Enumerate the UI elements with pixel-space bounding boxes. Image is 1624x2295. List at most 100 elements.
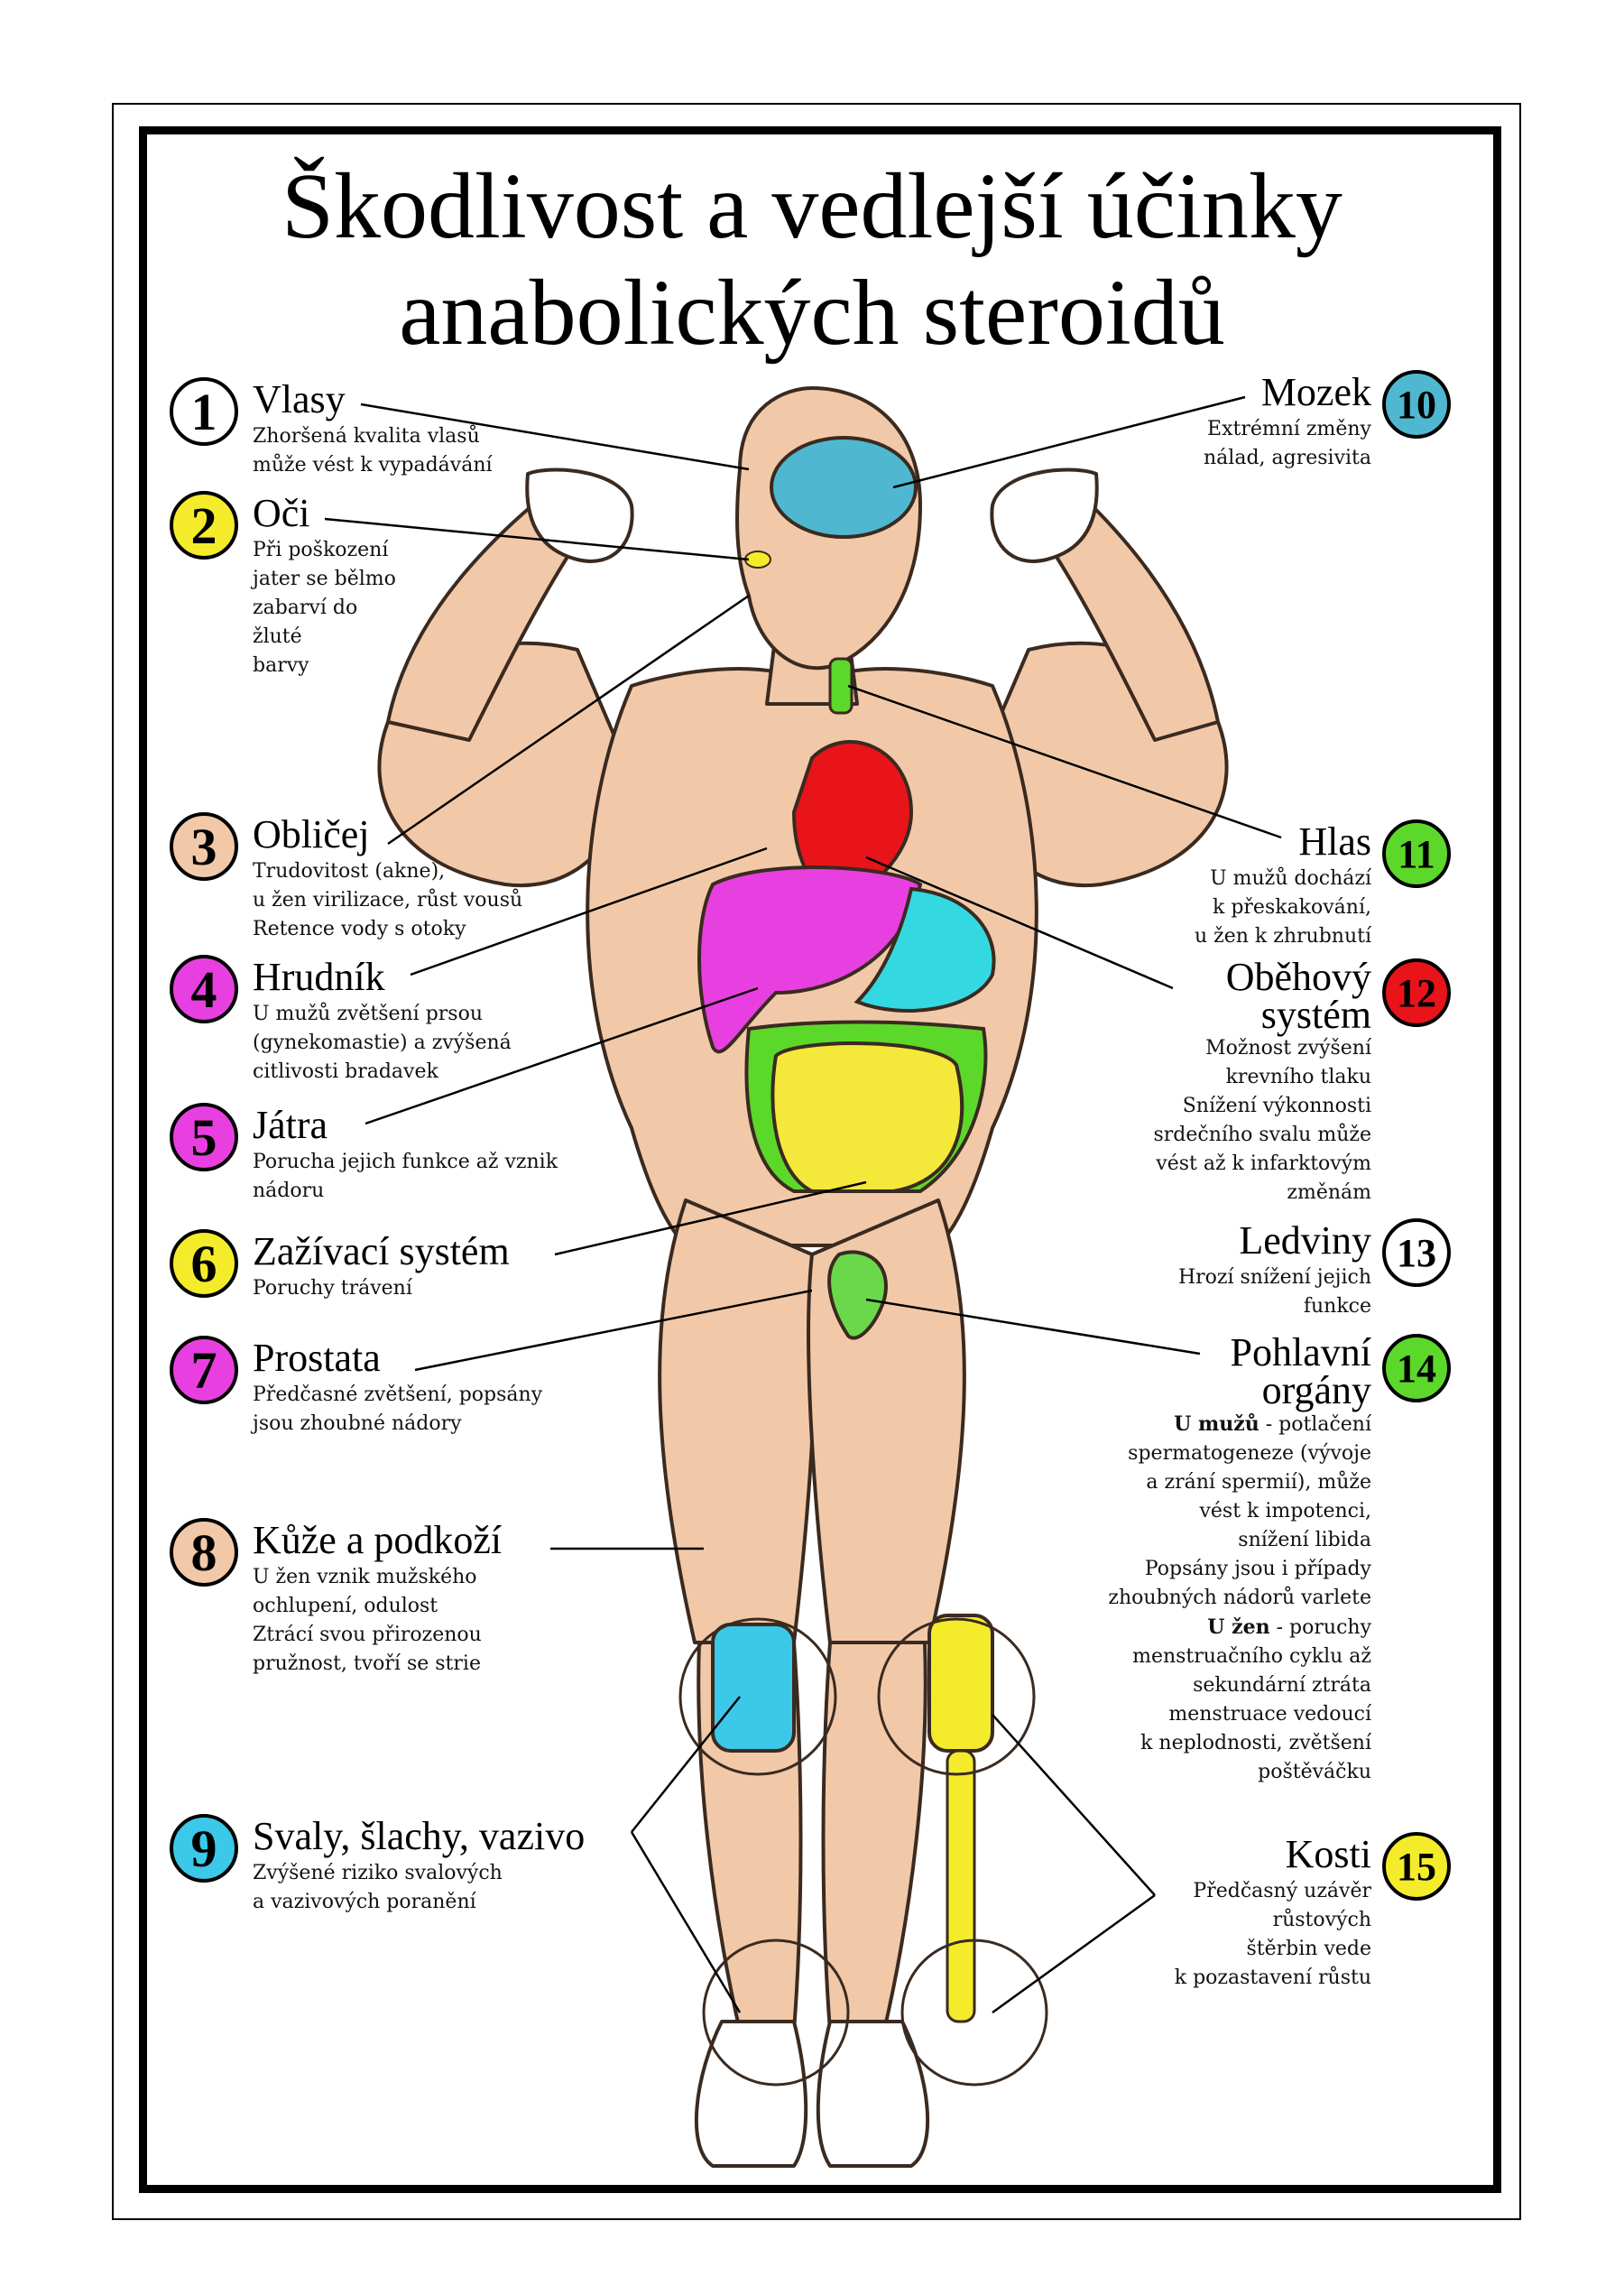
- label-hlas-desc: U mužů dochází k přeskakování, u žen k z…: [1194, 867, 1371, 948]
- outer-frame: [112, 103, 1521, 2220]
- liver: [697, 865, 923, 1054]
- label-mozek-desc: Extrémní změny nálad, agresivita: [1204, 418, 1371, 469]
- leader-11: [847, 684, 1282, 839]
- leader-5: [364, 986, 759, 1125]
- badge-14: 14: [1382, 1334, 1451, 1402]
- label-zazivaci-desc: Poruchy trávení: [253, 1277, 412, 1300]
- label-jatra-head: Játra: [253, 1103, 328, 1147]
- right-fist: [990, 467, 1099, 563]
- label-oci: Oči Při poškození jater se bělmo zabarví…: [253, 491, 396, 680]
- leader-10: [892, 395, 1246, 489]
- badge-15: 15: [1382, 1832, 1451, 1901]
- right-knee-bone: [927, 1614, 994, 1753]
- label-obehovy: Oběhový systém Možnost zvýšení krevního …: [1010, 958, 1371, 1208]
- label-jatra-desc: Porucha jejich funkce až vznik nádoru: [253, 1151, 558, 1202]
- title-line-1: Škodlivost a vedlejší účinky: [281, 154, 1343, 258]
- label-oblicej-desc: Trudovitost (akne), u žen virilizace, rů…: [253, 860, 523, 940]
- badge-4: 4: [170, 955, 238, 1023]
- prostate: [827, 1250, 888, 1340]
- label-oblicej-head: Obličej: [253, 812, 370, 856]
- label-pohlavni-head: Pohlavní orgány: [1230, 1330, 1371, 1412]
- label-pohlavni: Pohlavní orgány U mužů - potlačení sperm…: [1010, 1330, 1371, 1787]
- label-kosti-desc: Předčasný uzávěr růstových štěrbin vede …: [1174, 1880, 1371, 1989]
- badge-5: 5: [170, 1103, 238, 1171]
- leader-15b: [992, 1893, 1156, 2014]
- label-ledviny-head: Ledviny: [1239, 1218, 1371, 1263]
- badge-11: 11: [1382, 819, 1451, 888]
- label-svaly: Svaly, šlachy, vazivo Zvýšené riziko sva…: [253, 1814, 585, 1917]
- leader-1: [360, 403, 750, 471]
- label-mozek-head: Mozek: [1260, 370, 1371, 414]
- label-hrudnik: Hrudník U mužů zvětšení prsou (gynekomas…: [253, 955, 512, 1087]
- stomach: [854, 886, 996, 1013]
- label-pohlavni-desc: U mužů - potlačení spermatogeneze (vývoj…: [1010, 1410, 1371, 1787]
- eye: [744, 551, 771, 569]
- label-kosti-head: Kosti: [1285, 1832, 1371, 1876]
- right-knee-circle: [877, 1617, 1036, 1776]
- badge-6: 6: [170, 1229, 238, 1298]
- label-mozek: Mozek Extrémní změny nálad, agresivita: [1010, 370, 1371, 473]
- label-prostata-desc: Předčasné zvětšení, popsány jsou zhoubné…: [253, 1383, 543, 1435]
- label-zazivaci-head: Zažívací systém: [253, 1229, 510, 1273]
- left-foot: [694, 2020, 808, 2168]
- leader-7: [414, 1289, 813, 1372]
- label-ledviny-desc: Hrozí snížení jejich funkce: [1177, 1266, 1371, 1318]
- right-shin-bone: [946, 1749, 976, 2023]
- badge-1: 1: [170, 377, 238, 446]
- label-svaly-head: Svaly, šlachy, vazivo: [253, 1814, 586, 1858]
- label-oci-head: Oči: [253, 491, 310, 535]
- badge-12: 12: [1382, 958, 1451, 1027]
- larynx: [828, 657, 854, 715]
- badge-2: 2: [170, 491, 238, 560]
- leader-14: [865, 1298, 1201, 1356]
- label-vlasy: Vlasy Zhoršená kvalita vlasů může vést k…: [253, 377, 493, 480]
- label-vlasy-desc: Zhoršená kvalita vlasů může vést k vypad…: [253, 425, 493, 477]
- label-kuze-desc: U žen vznik mužského ochlupení, odulost …: [253, 1566, 482, 1675]
- badge-13: 13: [1382, 1218, 1451, 1287]
- label-obehovy-head: Oběhový systém: [1225, 955, 1371, 1037]
- badge-9: 9: [170, 1814, 238, 1883]
- left-knee-tendon: [711, 1623, 796, 1753]
- badge-8: 8: [170, 1518, 238, 1587]
- label-hrudnik-head: Hrudník: [253, 955, 385, 999]
- label-hrudnik-desc: U mužů zvětšení prsou (gynekomastie) a z…: [253, 1003, 512, 1083]
- label-jatra: Játra Porucha jejich funkce až vznik nád…: [253, 1103, 558, 1206]
- right-shin: [821, 1641, 927, 2032]
- leader-9b: [630, 1831, 742, 2013]
- badge-10: 10: [1382, 370, 1451, 439]
- label-pohlavni-men-text: - potlačení spermatogeneze (vývoje a zrá…: [1108, 1413, 1371, 1609]
- label-zazivaci: Zažívací systém Poruchy trávení: [253, 1229, 510, 1303]
- inner-frame: [139, 126, 1501, 2193]
- brain: [770, 436, 918, 539]
- label-kuze-head: Kůže a podkoží: [253, 1518, 503, 1562]
- label-kosti: Kosti Předčasný uzávěr růstových štěrbin…: [1010, 1832, 1371, 1993]
- poster-title: Škodlivost a vedlejší účinky anabolickýc…: [144, 153, 1480, 366]
- label-hlas-head: Hlas: [1298, 819, 1371, 864]
- label-ledviny: Ledviny Hrozí snížení jejich funkce: [1010, 1218, 1371, 1321]
- small-intestine: [770, 1041, 964, 1193]
- badge-7: 7: [170, 1336, 238, 1404]
- leader-6: [554, 1180, 867, 1256]
- leader-3: [387, 594, 750, 846]
- label-oblicej: Obličej Trudovitost (akne), u žen virili…: [253, 812, 522, 944]
- right-foot: [816, 2020, 930, 2168]
- right-ankle-circle: [900, 1939, 1048, 2087]
- leader-2: [324, 517, 750, 561]
- label-prostata: Prostata Předčasné zvětšení, popsány jso…: [253, 1336, 542, 1439]
- label-vlasy-head: Vlasy: [253, 377, 346, 421]
- label-pohlavni-women: U žen: [1207, 1615, 1270, 1639]
- label-obehovy-desc: Možnost zvýšení krevního tlaku Snížení v…: [1153, 1037, 1371, 1204]
- leader-12: [865, 856, 1174, 990]
- label-svaly-desc: Zvýšené riziko svalových a vazivových po…: [253, 1862, 503, 1913]
- leader-4: [410, 847, 768, 976]
- label-pohlavni-women-text: - poruchy menstruačního cyklu až sekundá…: [1132, 1616, 1371, 1783]
- leader-15a: [992, 1714, 1156, 1896]
- label-hlas: Hlas U mužů dochází k přeskakování, u že…: [1010, 819, 1371, 951]
- left-knee-circle: [678, 1617, 837, 1776]
- badge-3: 3: [170, 812, 238, 881]
- label-pohlavni-men: U mužů: [1174, 1412, 1260, 1436]
- leader-9a: [631, 1696, 741, 1833]
- label-prostata-head: Prostata: [253, 1336, 381, 1380]
- title-line-2: anabolických steroidů: [399, 261, 1225, 365]
